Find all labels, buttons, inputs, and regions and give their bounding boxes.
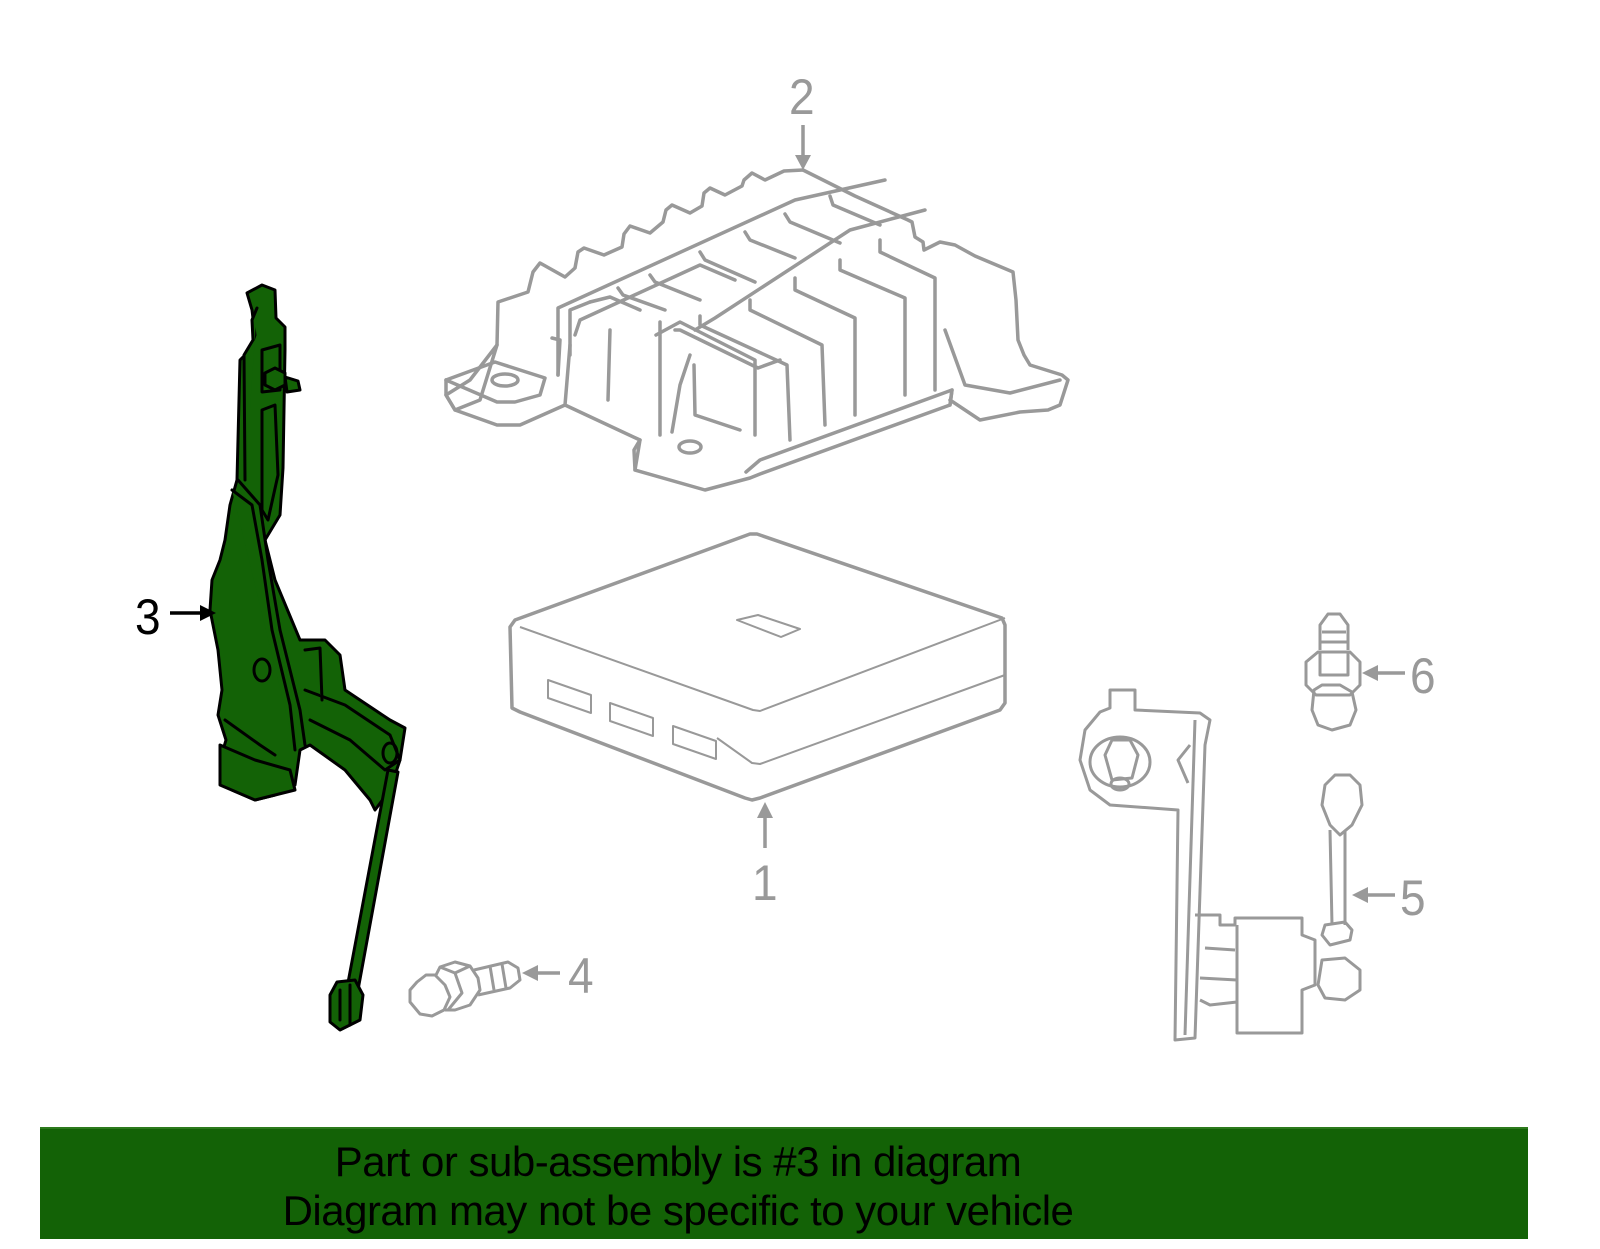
part-3-height-sensor[interactable] <box>208 283 407 1032</box>
part-1-control-module[interactable] <box>508 532 1007 802</box>
callout-label-2: 2 <box>789 69 815 125</box>
part-6-nut[interactable] <box>1304 612 1362 732</box>
disclaimer-banner: Part or sub-assembly is #3 in diagram Di… <box>40 1127 1528 1239</box>
callout-label-3: 3 <box>135 589 161 645</box>
callout-label-4: 4 <box>568 948 594 1004</box>
callout-4-arrow <box>522 965 560 981</box>
banner-vehicle-disclaimer: Diagram may not be specific to your vehi… <box>282 1187 1074 1234</box>
callout-label-6: 6 <box>1410 648 1436 704</box>
callout-3-arrow <box>170 605 216 621</box>
part-2-module-bracket[interactable] <box>444 168 1070 492</box>
callout-1-arrow <box>757 802 773 848</box>
callout-2-arrow <box>795 125 811 170</box>
callout-6-arrow <box>1362 665 1405 681</box>
part-5-sensor-link[interactable] <box>1078 688 1364 1042</box>
callout-5-arrow <box>1352 887 1395 903</box>
part-4-bolt[interactable] <box>408 960 522 1018</box>
callout-label-5: 5 <box>1400 870 1426 926</box>
callout-label-1: 1 <box>752 855 778 911</box>
banner-part-notice: Part or sub-assembly is #3 in diagram <box>334 1138 1022 1185</box>
